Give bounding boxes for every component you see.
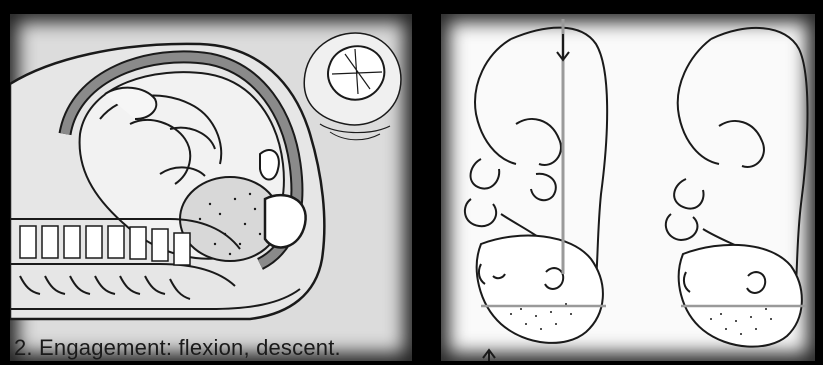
fetus-head-down <box>666 28 808 347</box>
left-illustration-panel: 2. Engagement: flexion, descent. <box>10 14 412 361</box>
sagittal-section-drawing <box>10 14 412 361</box>
fetal-descent-drawing <box>441 14 815 361</box>
figure-caption: 2. Engagement: flexion, descent. <box>14 335 341 361</box>
pelvis-inset <box>304 33 401 140</box>
fetus-with-axis-arrows <box>465 28 607 343</box>
right-illustration-panel <box>441 14 815 361</box>
